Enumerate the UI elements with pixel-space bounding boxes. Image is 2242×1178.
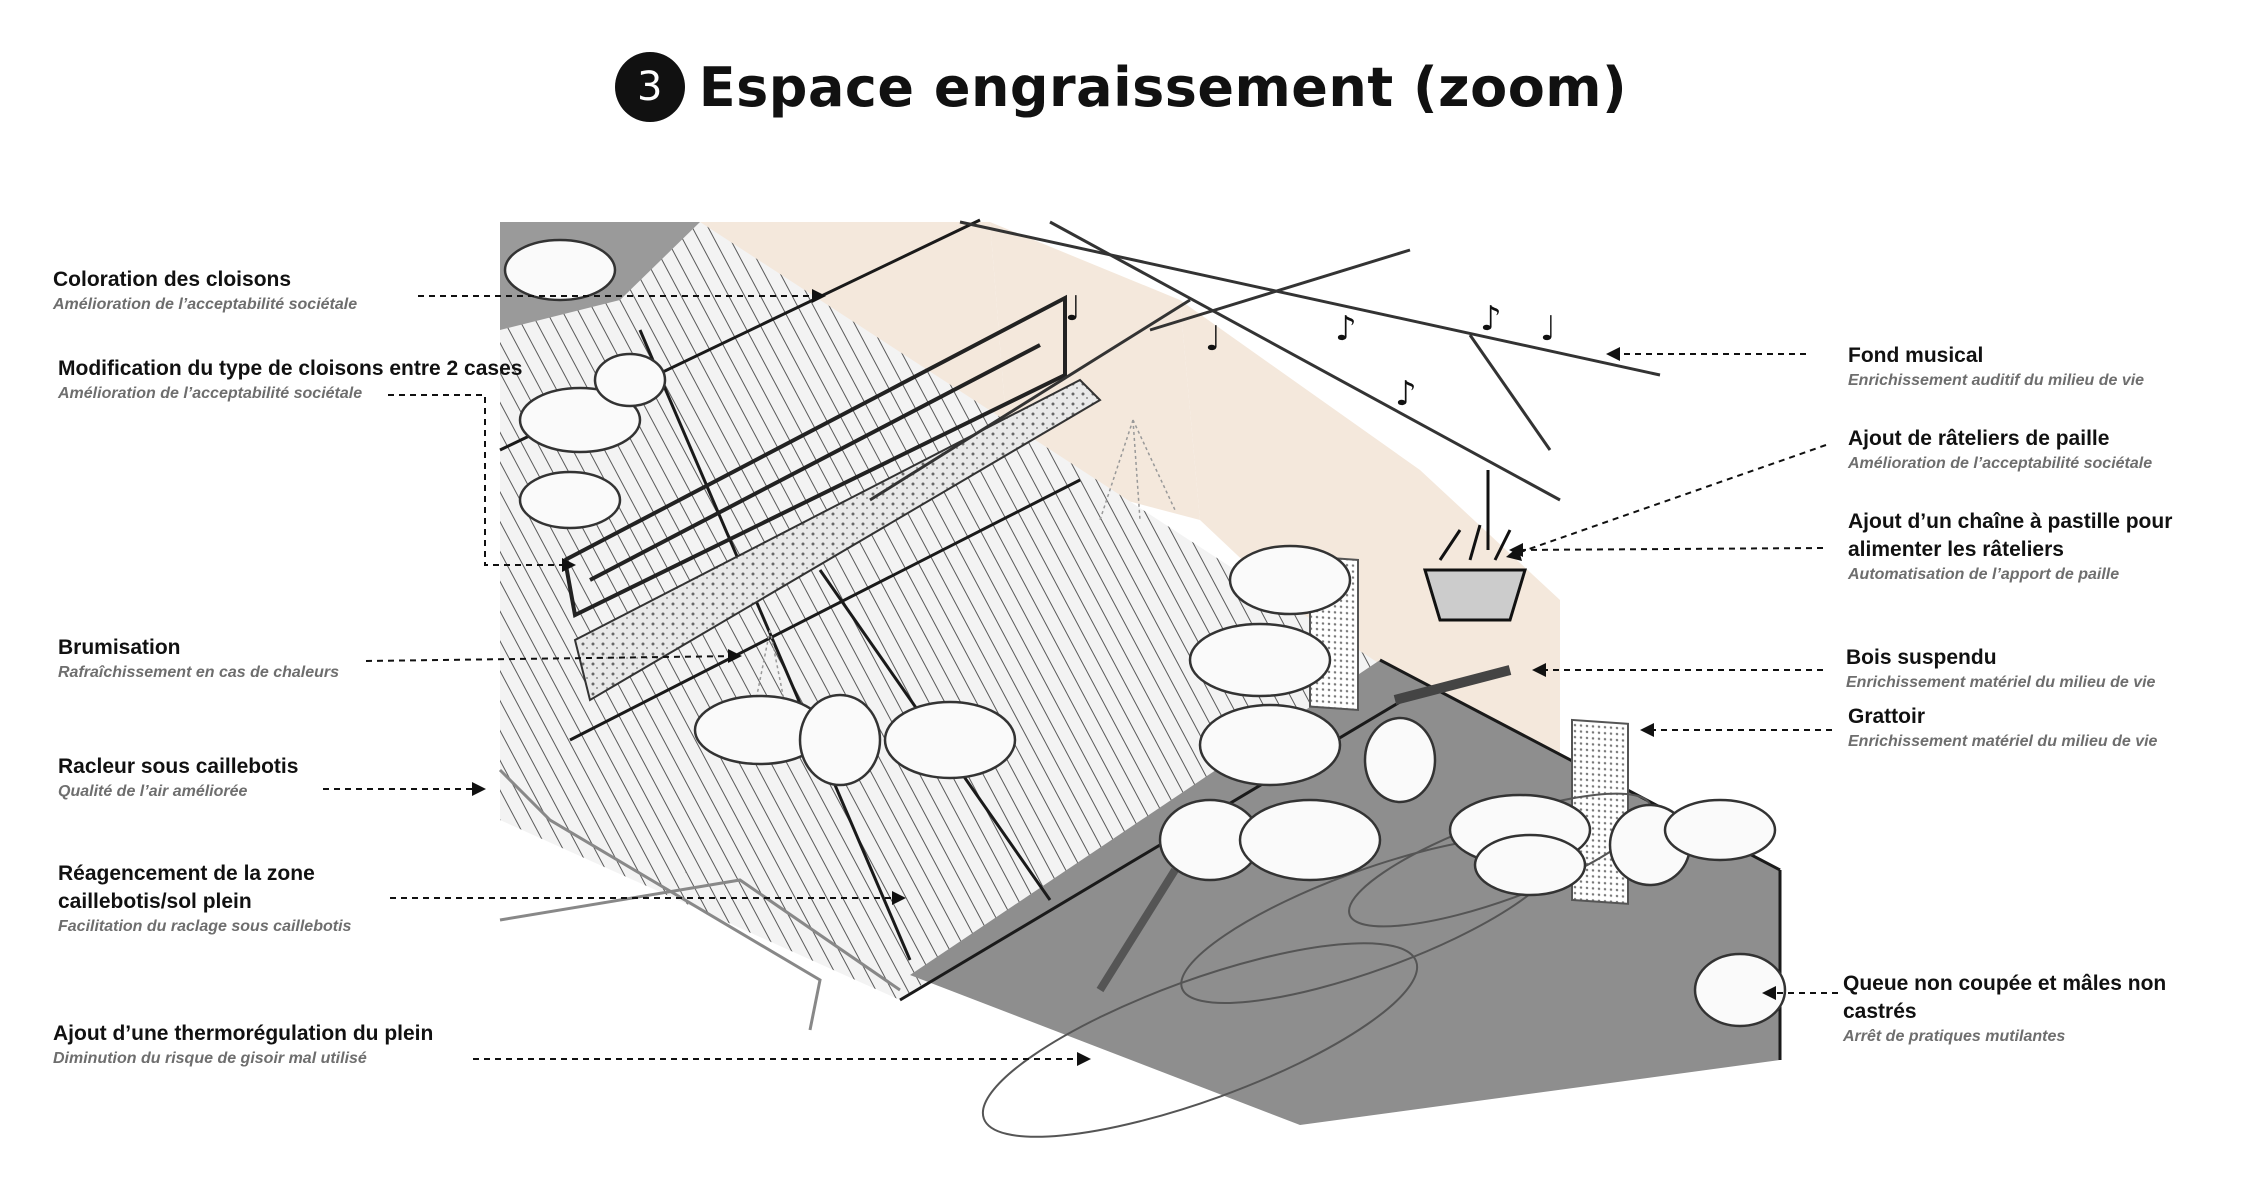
page-title: 3 Espace engraissement (zoom) xyxy=(0,52,2242,122)
solid-floor xyxy=(910,660,1780,1125)
label-coloration: Coloration des cloisons Amélioration de … xyxy=(53,266,357,316)
label-fond-musical: Fond musical Enrichissement auditif du m… xyxy=(1848,342,2144,392)
svg-text:♪: ♪ xyxy=(1480,299,1502,339)
label-bois-sub: Enrichissement matériel du milieu de vie xyxy=(1846,674,2156,691)
label-brumisation-title: Brumisation xyxy=(58,636,181,659)
label-brumisation: Brumisation Rafraîchissement en cas de c… xyxy=(58,634,339,684)
label-racleur: Racleur sous caillebotis Qualité de l’ai… xyxy=(58,753,298,803)
label-modification-sub: Amélioration de l’acceptabilité sociétal… xyxy=(58,385,363,402)
svg-text:♪: ♪ xyxy=(1335,309,1357,349)
label-fond-musical-title: Fond musical xyxy=(1848,344,1984,367)
label-rateliers-title: Ajout de râteliers de paille xyxy=(1848,427,2110,450)
straw-rack xyxy=(1422,470,1528,622)
label-rateliers-sub: Amélioration de l’acceptabilité sociétal… xyxy=(1848,455,2153,472)
label-fond-musical-sub: Enrichissement auditif du milieu de vie xyxy=(1848,372,2145,389)
label-bois-title: Bois suspendu xyxy=(1846,646,1997,669)
label-queue: Queue non coupée et mâles non castrés Ar… xyxy=(1843,970,2242,1048)
label-modification: Modification du type de cloisons entre 2… xyxy=(58,355,522,405)
label-queue-sub: Arrêt de pratiques mutilantes xyxy=(1843,1028,2066,1045)
label-grattoir: Grattoir Enrichissement matériel du mili… xyxy=(1848,703,2157,753)
svg-text:♩: ♩ xyxy=(1065,289,1081,329)
svg-text:♩: ♩ xyxy=(1205,319,1221,359)
label-chaine-sub: Automatisation de l’apport de paille xyxy=(1848,566,2120,583)
partition-rail xyxy=(563,294,1067,618)
label-chaine: Ajout d’un chaîne à pastille pour alimen… xyxy=(1848,508,2172,586)
label-chaine-title-2: alimenter les râteliers xyxy=(1848,538,2064,561)
label-rateliers: Ajout de râteliers de paille Amélioratio… xyxy=(1848,425,2152,475)
label-grattoir-sub: Enrichissement matériel du milieu de vie xyxy=(1848,733,2158,750)
label-reagencement-sub: Facilitation du raclage sous caillebotis xyxy=(58,918,352,935)
label-modification-title: Modification du type de cloisons entre 2… xyxy=(58,357,523,380)
label-thermoregulation: Ajout d’une thermorégulation du plein Di… xyxy=(53,1020,433,1070)
svg-text:♪: ♪ xyxy=(1395,374,1417,414)
feed-trough xyxy=(573,378,1102,702)
label-reagencement-title-2: caillebotis/sol plein xyxy=(58,890,252,913)
label-brumisation-sub: Rafraîchissement en cas de chaleurs xyxy=(58,664,340,681)
label-queue-title: Queue non coupée et mâles non castrés xyxy=(1843,972,2167,1023)
label-racleur-sub: Qualité de l’air améliorée xyxy=(58,783,248,800)
label-thermoregulation-sub: Diminution du risque de gisoir mal utili… xyxy=(53,1050,367,1067)
label-coloration-title: Coloration des cloisons xyxy=(53,268,292,291)
music-notes: ♩ ♩ ♪ ♪ ♩ ♪ xyxy=(1065,289,1556,414)
label-reagencement: Réagencement de la zone caillebotis/sol … xyxy=(58,860,351,938)
label-reagencement-title-1: Réagencement de la zone xyxy=(58,862,315,885)
pigs xyxy=(503,238,1787,1028)
label-racleur-title: Racleur sous caillebotis xyxy=(58,755,299,778)
label-grattoir-title: Grattoir xyxy=(1848,705,1926,728)
svg-text:♩: ♩ xyxy=(1540,309,1556,349)
label-coloration-sub: Amélioration de l’acceptabilité sociétal… xyxy=(53,296,358,313)
label-thermoregulation-title: Ajout d’une thermorégulation du plein xyxy=(53,1022,434,1045)
title-text: Espace engraissement (zoom) xyxy=(698,55,1628,119)
label-bois: Bois suspendu Enrichissement matériel du… xyxy=(1846,644,2155,694)
wall-right xyxy=(1180,300,1560,780)
step-number-badge: 3 xyxy=(614,52,685,122)
label-chaine-title-1: Ajout d’un chaîne à pastille pour xyxy=(1848,510,2173,533)
